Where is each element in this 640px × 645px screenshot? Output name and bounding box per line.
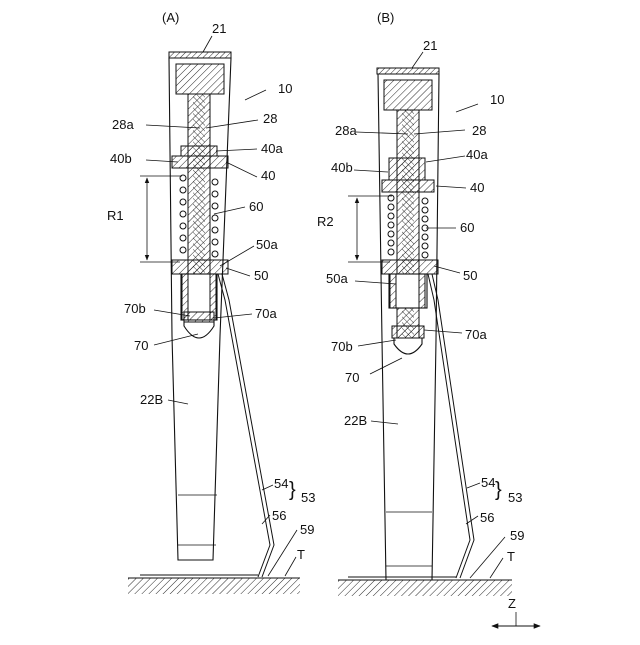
brace-a: } <box>289 479 296 501</box>
label-21: 21 <box>423 38 437 53</box>
label-53: 53 <box>508 490 522 505</box>
nut <box>181 146 217 156</box>
panel-b: (B) <box>317 10 524 596</box>
label-50: 50 <box>254 268 268 283</box>
label-40: 40 <box>261 168 275 183</box>
label-22b: 22B <box>344 413 367 428</box>
label-70: 70 <box>345 370 359 385</box>
label-40: 40 <box>470 180 484 195</box>
label-40b: 40b <box>110 151 132 166</box>
label-54: 54 <box>274 476 288 491</box>
label-28a: 28a <box>335 123 357 138</box>
label-60: 60 <box>460 220 474 235</box>
label-59: 59 <box>510 528 524 543</box>
label-70b: 70b <box>331 339 353 354</box>
top-plate <box>377 68 439 74</box>
brace-b: } <box>495 479 502 501</box>
panel-b-title: (B) <box>377 10 394 25</box>
label-59: 59 <box>300 522 314 537</box>
holder <box>382 260 438 274</box>
label-28: 28 <box>263 111 277 126</box>
label-t: T <box>507 549 515 564</box>
label-40b: 40b <box>331 160 353 175</box>
label-r1: R1 <box>107 208 124 223</box>
label-53: 53 <box>301 490 315 505</box>
label-54: 54 <box>481 475 495 490</box>
label-r2: R2 <box>317 214 334 229</box>
label-10: 10 <box>490 92 504 107</box>
label-21: 21 <box>212 21 226 36</box>
label-70a: 70a <box>255 306 277 321</box>
holder <box>172 260 228 274</box>
label-22b: 22B <box>140 392 163 407</box>
label-70: 70 <box>134 338 148 353</box>
label-10: 10 <box>278 81 292 96</box>
ground-a <box>128 578 300 594</box>
screw-head <box>384 80 432 110</box>
label-56: 56 <box>272 508 286 523</box>
label-50a: 50a <box>256 237 278 252</box>
label-28a: 28a <box>112 117 134 132</box>
label-28: 28 <box>472 123 486 138</box>
label-t: T <box>297 547 305 562</box>
label-50a: 50a <box>326 271 348 286</box>
label-70a: 70a <box>465 327 487 342</box>
nut <box>389 158 425 180</box>
screw-head <box>176 64 224 94</box>
ground-b <box>338 580 512 596</box>
label-50: 50 <box>463 268 477 283</box>
label-60: 60 <box>249 199 263 214</box>
label-40a: 40a <box>466 147 488 162</box>
top-plate <box>169 52 231 58</box>
label-40a: 40a <box>261 141 283 156</box>
z-axis-label: Z <box>508 596 516 611</box>
z-axis: Z <box>492 596 540 626</box>
label-70b: 70b <box>124 301 146 316</box>
panel-a-title: (A) <box>162 10 179 25</box>
label-56: 56 <box>480 510 494 525</box>
panel-a: (A) <box>107 10 315 594</box>
